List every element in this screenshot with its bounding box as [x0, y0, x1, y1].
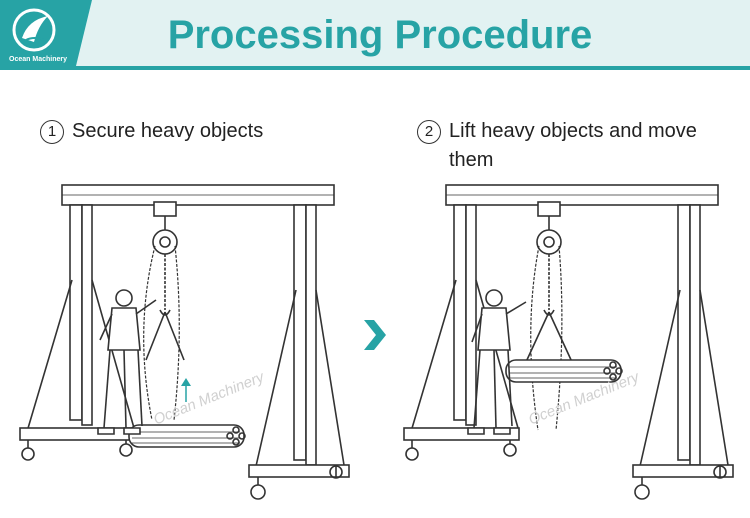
logo-text: Ocean Machinery: [9, 56, 67, 63]
step-2-label: 2 Lift heavy objects and move them: [417, 117, 707, 175]
header-banner: Ocean Machinery Processing Procedure: [0, 0, 750, 70]
company-logo: Ocean Machinery: [4, 6, 67, 66]
step-1-label: 1 Secure heavy objects: [40, 117, 263, 146]
step-2-text: Lift heavy objects and move them: [449, 120, 697, 171]
chevron-right-icon: [364, 320, 386, 350]
arrow-up-icon: [181, 378, 191, 402]
step-2-number: 2: [417, 120, 441, 144]
gantry-crane-illustration-step-2: [403, 184, 734, 500]
ocean-machinery-logo-icon: [12, 8, 56, 52]
page-title: Processing Procedure: [167, 13, 593, 57]
step-1-text: Secure heavy objects: [72, 120, 264, 142]
banner-background: [0, 0, 750, 70]
gantry-crane-illustration-step-1: [19, 184, 350, 500]
step-1-number: 1: [40, 120, 64, 144]
